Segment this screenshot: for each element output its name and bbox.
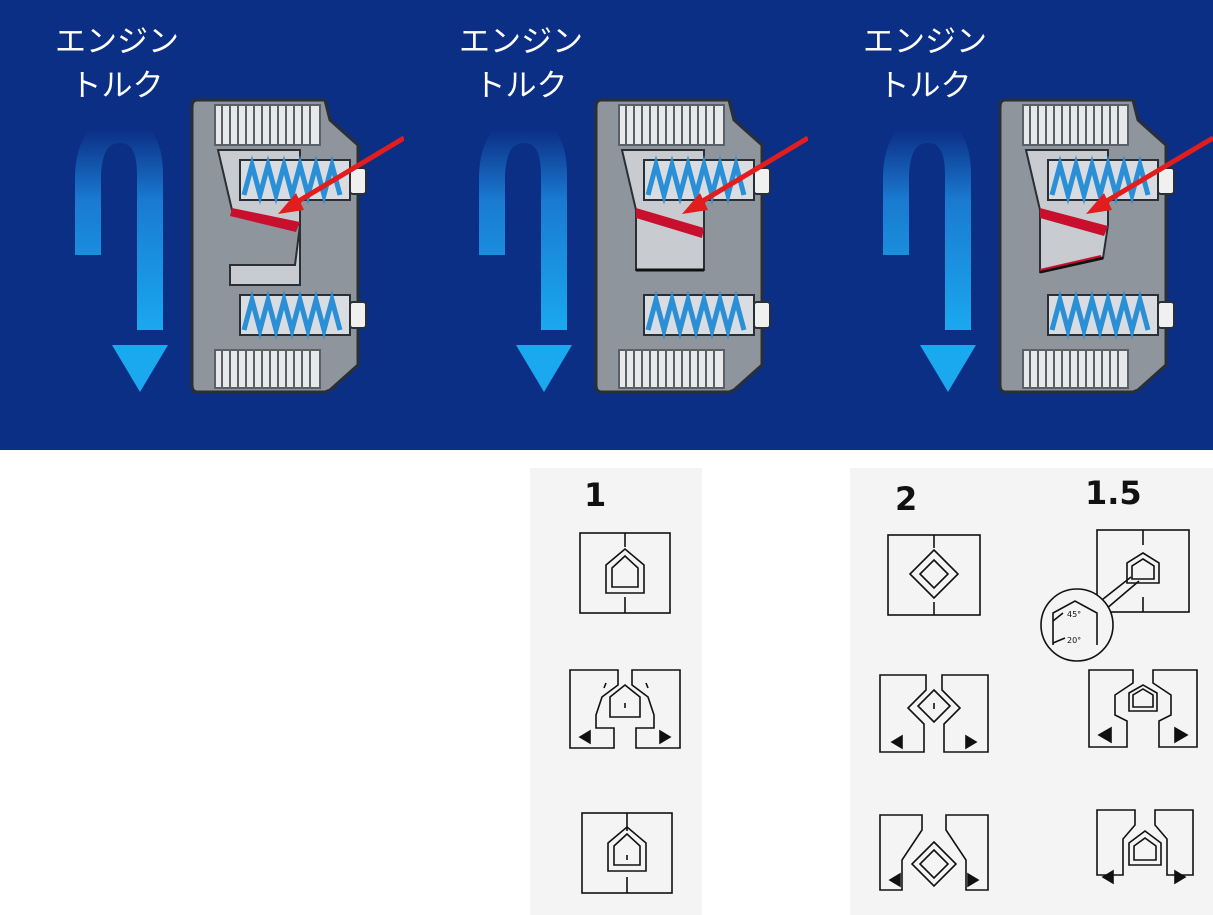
cam-sketch-column-2 [879, 534, 989, 891]
angle-detail-callout: 45° 20° [1040, 588, 1114, 662]
spring-bottom [643, 290, 771, 340]
angle-label-lower: 20° [1067, 636, 1081, 645]
indicator-arrow-icon [278, 135, 404, 214]
spring-bottom [239, 290, 367, 340]
torque-label-line2: トルク [878, 68, 972, 104]
torque-label: エンジン トルク [42, 20, 192, 108]
rotation-arrow-icon [75, 116, 168, 392]
lsd-cam-diagram [883, 98, 1213, 394]
lsd-cam-diagram [75, 98, 404, 394]
cam-sketch-separated [879, 674, 989, 753]
housing [998, 98, 1168, 394]
torque-label-line1: エンジン [55, 24, 179, 60]
cam-sketch-closed [1092, 529, 1190, 616]
column-label-1: 1 [584, 476, 607, 514]
torque-label-line1: エンジン [459, 24, 583, 60]
cam-sketch-column-1 [569, 532, 681, 894]
torque-label-line2: トルク [474, 68, 568, 104]
cam-sketch-separated [1088, 669, 1198, 748]
housing [190, 98, 360, 394]
cam-sketch-separated [569, 669, 681, 749]
torque-panel-3: エンジン トルク [808, 0, 1213, 450]
cam-sketch-column-1-5: 45° 20° [1040, 529, 1198, 885]
cam-sketch-closed [579, 532, 671, 614]
spring-top [643, 155, 771, 205]
housing [594, 98, 764, 394]
torque-label-line2: トルク [70, 68, 164, 104]
cam-sketch-sheet-2 [850, 468, 1213, 915]
angle-label-upper: 45° [1067, 610, 1081, 619]
cam-sketch-separated-wide [1096, 809, 1194, 885]
rotation-arrow-icon [479, 116, 572, 392]
indicator-arrow-icon [682, 135, 808, 214]
cam-sketch-separated-wide [879, 814, 989, 891]
torque-panel-2: エンジン トルク [404, 0, 808, 450]
spring-top [1047, 155, 1175, 205]
column-label-2: 2 [895, 480, 918, 518]
column-label-1-5: 1.5 [1085, 474, 1142, 512]
torque-label-line1: エンジン [863, 24, 987, 60]
spring-bottom [1047, 290, 1175, 340]
cam-sketch-closed [581, 812, 673, 894]
torque-label: エンジン トルク [850, 20, 1000, 108]
rotation-arrow-icon [883, 116, 976, 392]
cam-sketch-closed [887, 534, 981, 616]
torque-label: エンジン トルク [446, 20, 596, 108]
spring-top [239, 155, 367, 205]
torque-panel-1: エンジン トルク [0, 0, 404, 450]
indicator-arrow-icon [1086, 135, 1213, 214]
lsd-cam-diagram [479, 98, 808, 394]
